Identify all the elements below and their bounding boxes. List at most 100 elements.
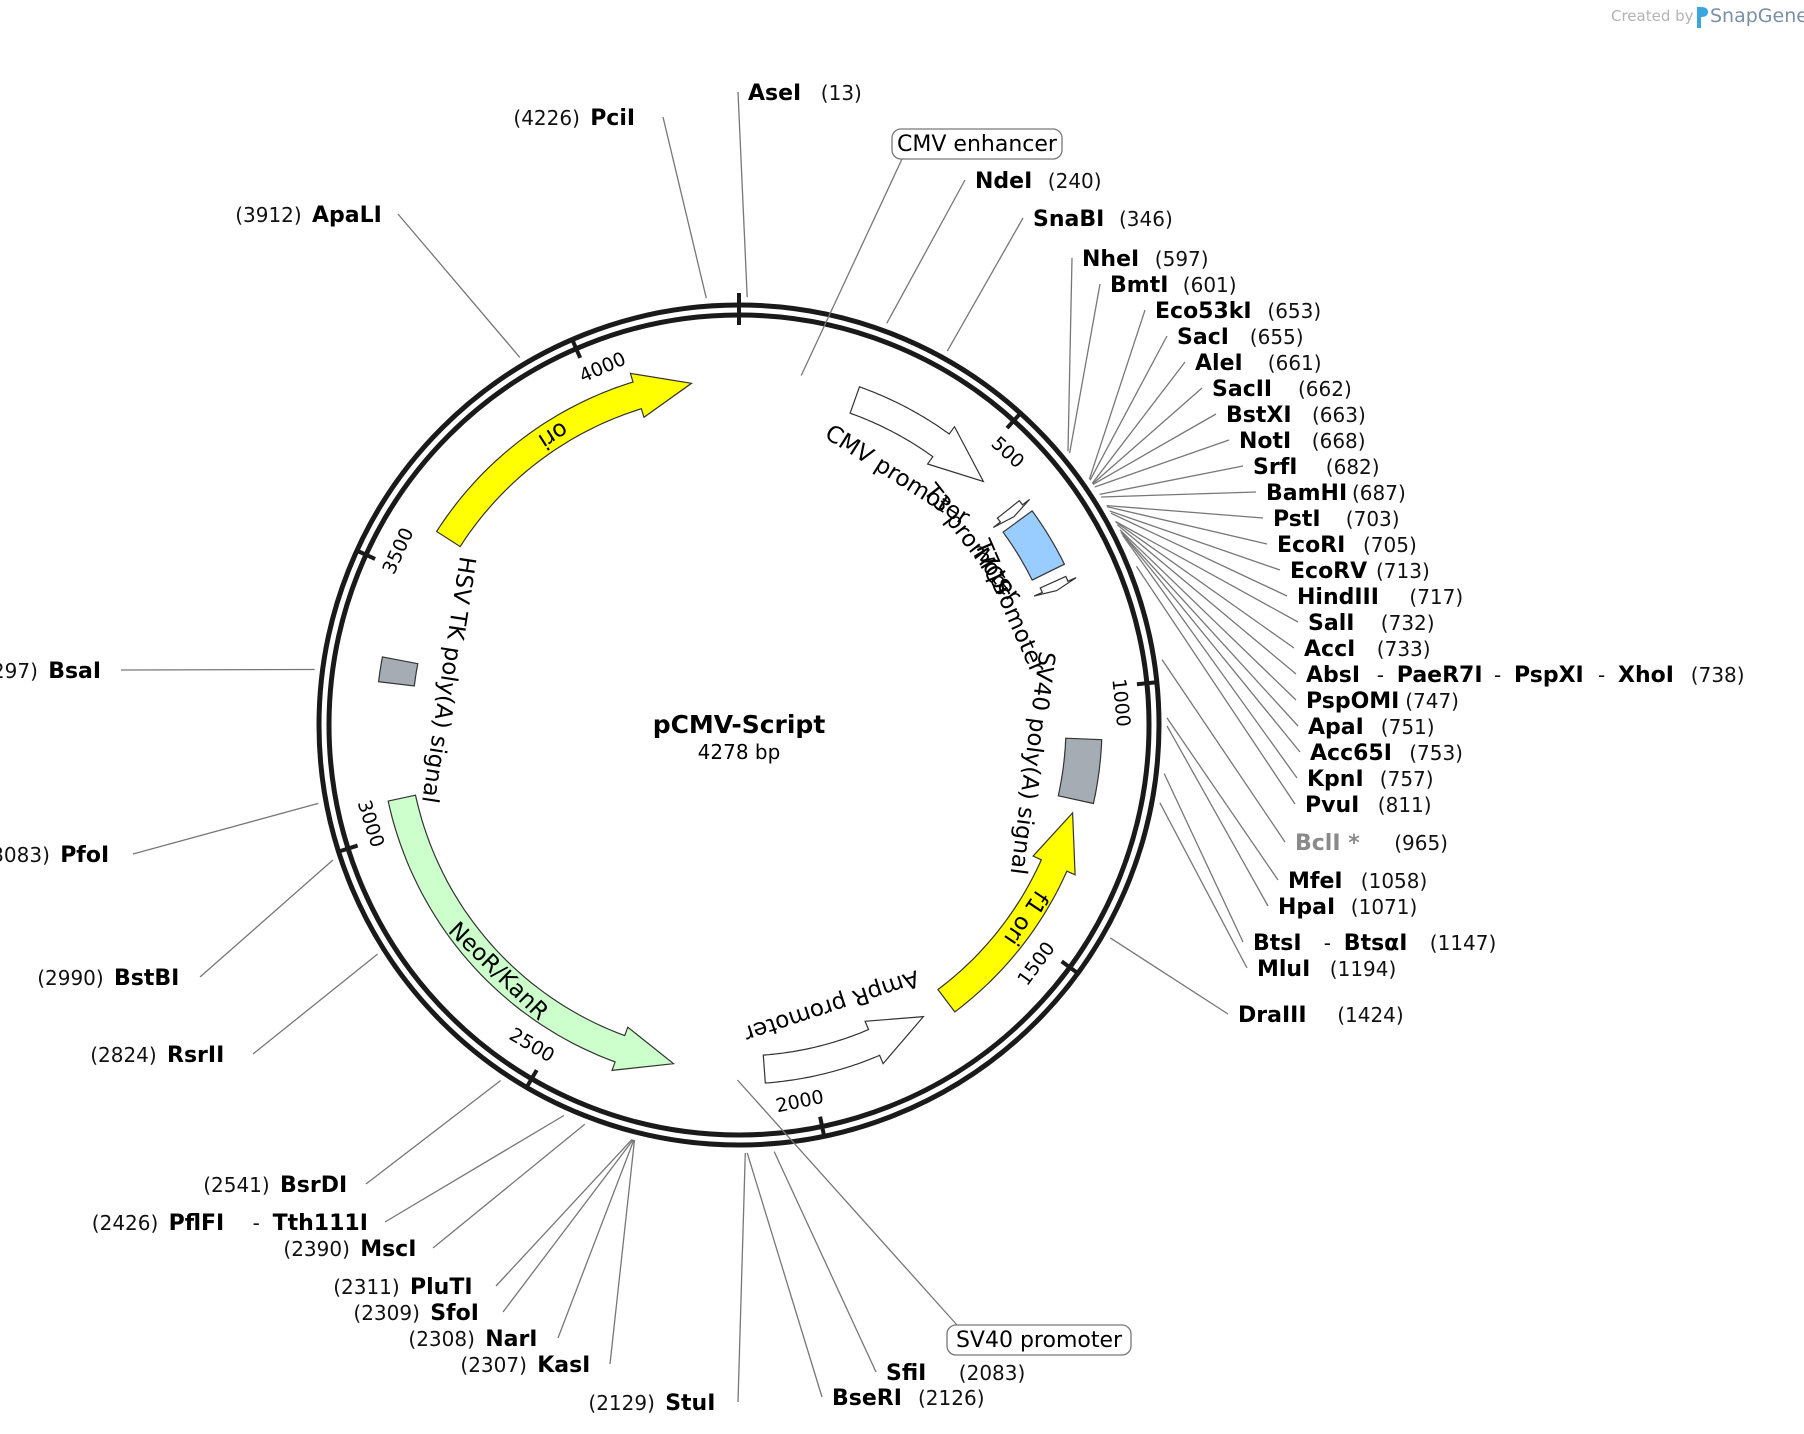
site-position: (733) [1377,637,1431,661]
site-position: (1058) [1361,869,1428,893]
site-bamhi: BamHI(687) [1266,481,1406,506]
site-position: (713) [1376,559,1430,583]
plasmid-length: 4278 bp [698,740,781,764]
site-pluti: (2311)PluTI [333,1275,472,1300]
site-position: (2308) [408,1327,475,1351]
leader-alei [1091,361,1186,484]
created-by-text: Created by [1611,7,1694,25]
site-name: NarI [485,1327,537,1352]
leader-mfei [1166,717,1279,881]
site-position: (3297) [0,659,38,683]
site-position: (662) [1298,377,1352,401]
leader-asei [737,91,748,298]
site-hindiii: HindIII(717) [1297,585,1463,610]
tick-500 [1005,411,1022,430]
site-rsrii: (2824)RsrII [90,1043,224,1068]
leader-srfi [1099,465,1244,496]
site-position: (663) [1312,403,1366,427]
restriction-site-labels: AseI(13)NdeI(240)SnaBI(346)NheI(597)BmtI… [0,81,1745,1416]
site-btsi-bts-i: BtsI-BtsαI(1147) [1253,931,1496,956]
site-bstxi: BstXI(663) [1226,403,1366,428]
leader-msci [432,1123,586,1249]
site-position: (811) [1378,793,1432,817]
feature-t7-promoter [1033,575,1077,597]
leader-sfoi [502,1139,634,1313]
site-position: (965) [1394,831,1448,855]
feature-label-neor-kanr: NeoR/KanR [443,917,553,1025]
feature-t3-promoter [992,498,1031,529]
site-position: (757) [1380,767,1434,791]
site-name: PstI [1273,507,1321,532]
site-name: AseI [748,81,801,106]
site-separator: - [1598,663,1605,687]
feature-mcs [1002,510,1066,581]
site-pspomi: PspOMI(747) [1306,689,1459,714]
leader-kpni [1122,535,1298,779]
site-position: (738) [1691,663,1745,687]
site-position: (705) [1363,533,1417,557]
site-name: NheI [1082,247,1139,272]
site-name: KasI [537,1353,590,1378]
site-separator: - [1324,931,1331,955]
site-name: SnaBI [1033,207,1104,232]
site-name: NdeI [975,169,1032,194]
leader-eco53ki [1088,309,1146,480]
site-name: PvuI [1305,793,1359,818]
tick-2000 [818,1116,827,1137]
site-separator: - [1377,663,1384,687]
site-name: BsrDI [280,1173,347,1198]
leader-snabi [946,217,1024,352]
site-position: (2126) [918,1386,985,1410]
leader-bseri [746,1152,823,1398]
site-alei: AleI(661) [1195,351,1322,376]
leader-sfii [773,1151,877,1373]
leader-ecori [1106,506,1268,545]
site-ndei: NdeI (240) [975,169,1102,194]
boxed-leader-sv40-promoter [736,1079,958,1326]
site-pfoi: (3083)PfoI [0,843,109,868]
site-name: SacI [1177,325,1229,350]
site-noti: NotI(668) [1239,429,1366,454]
site-name: PluTI [410,1275,473,1300]
site-position: (655) [1250,325,1304,349]
site-name: HindIII [1297,585,1379,610]
site-bmti: BmtI(601) [1110,273,1237,298]
leader-acc65i [1121,532,1301,753]
site-position: (240) [1048,169,1102,193]
site-saci: SacI (655) [1177,325,1304,350]
site-bcli: BclI *(965) [1295,831,1448,856]
site-name: PciI [590,106,635,131]
leader-draiii [1109,937,1229,1015]
site-name: Acc65I [1310,741,1392,766]
leader-noti [1094,439,1230,488]
site-pflfi-tth111i: (2426)PflFI-Tth111I [92,1211,368,1236]
site-ecorv: EcoRV (713) [1290,559,1430,584]
site-position: (597) [1155,247,1209,271]
leader-sali [1115,520,1299,623]
site-position: (682) [1326,455,1380,479]
tick-3500 [356,548,376,561]
boxed-label-frame-cmv-enhancer [891,128,1063,160]
site-mfei: MfeI(1058) [1288,869,1427,894]
site-apai: ApaI(751) [1308,715,1435,740]
leader-nari [557,1139,635,1339]
leader-acci [1115,521,1295,649]
site-psti: PstI(703) [1273,507,1400,532]
site-position: (601) [1183,273,1237,297]
site-name: RsrII [167,1043,224,1068]
leader-pvui [1135,566,1296,805]
site-nari: (2308) NarI [408,1327,537,1352]
site-name: DraIII [1238,1003,1307,1028]
leader-pcii [662,116,707,299]
leader-apai [1120,531,1299,727]
leader-pspomi [1119,529,1297,701]
site-name: BsaI [48,659,101,684]
site-pcii: (4226)PciI [513,106,635,131]
site-position: (2309) [353,1301,420,1325]
site-nhei: NheI (597) [1082,247,1209,272]
site-name: EcoRV [1290,559,1367,584]
site-name: HpaI [1278,895,1335,920]
site-position: (2307) [460,1353,527,1377]
site-name: SfiI [886,1361,926,1386]
